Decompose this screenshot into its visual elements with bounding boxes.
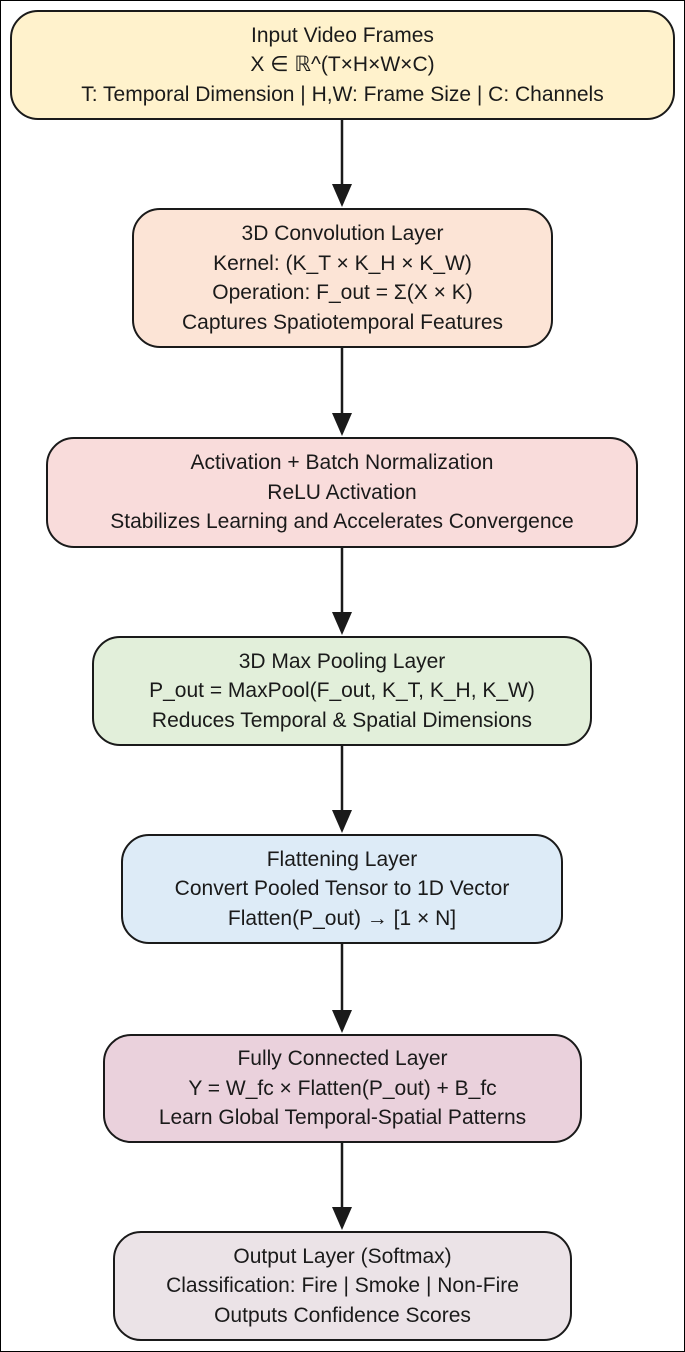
node-detail: Y = W_fc × Flatten(P_out) + B_fc [188,1076,497,1100]
node-title: Fully Connected Layer [237,1047,448,1071]
node-detail: Convert Pooled Tensor to 1D Vector [174,877,510,901]
node-detail: Operation: F_out = Σ(X × K) [212,281,473,304]
node-detail: Reduces Temporal & Spatial Dimensions [151,708,533,732]
node-title: 3D Max Pooling Layer [238,649,446,673]
node-detail: Classification: Fire | Smoke | Non-Fire [166,1274,519,1298]
node-detail: P_out = MaxPool(F_out, K_T, K_H, K_W) [149,679,535,703]
node-detail: Stabilizes Learning and Accelerates Conv… [110,510,574,534]
node-detail: ReLU Activation [267,480,417,504]
node-3d-convolution-layer: 3D Convolution Layer Kernel: (K_T × K_H … [132,208,553,348]
node-detail: T: Temporal Dimension | H,W: Frame Size … [81,82,604,106]
node-title: Input Video Frames [251,23,434,47]
node-input-video-frames: Input Video Frames X ∈ ℝ^(T×H×W×C) T: Te… [10,10,675,120]
node-3d-max-pooling-layer: 3D Max Pooling Layer P_out = MaxPool(F_o… [92,636,592,746]
node-detail: Flatten(P_out) → [1 × N] [227,906,457,930]
node-flattening-layer: Flattening Layer Convert Pooled Tensor t… [121,834,563,944]
node-output-layer-softmax: Output Layer (Softmax) Classification: F… [113,1231,572,1341]
node-title: Output Layer (Softmax) [233,1244,452,1268]
node-detail: Captures Spatiotemporal Features [182,310,503,334]
node-detail: Learn Global Temporal-Spatial Patterns [158,1106,527,1130]
node-activation-batch-normalization: Activation + Batch Normalization ReLU Ac… [46,437,638,548]
node-detail: X ∈ ℝ^(T×H×W×C) [250,53,435,77]
node-detail: Kernel: (K_T × K_H × K_W) [213,251,472,275]
node-fully-connected-layer: Fully Connected Layer Y = W_fc × Flatten… [103,1034,582,1143]
node-title: 3D Convolution Layer [241,222,444,245]
node-detail: Outputs Confidence Scores [214,1303,471,1327]
node-title: Activation + Batch Normalization [190,451,494,475]
node-title: Flattening Layer [266,847,418,871]
